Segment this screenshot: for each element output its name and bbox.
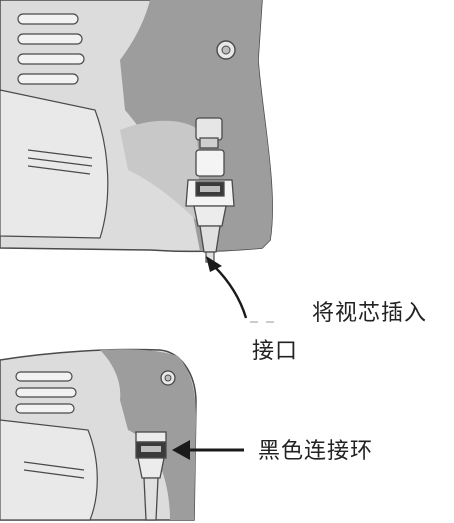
top-port [195,117,223,149]
ring-label: 黑色连接环 [258,439,374,464]
insert-label-line2: 接口 [252,339,299,364]
top-device-illustration [0,0,273,263]
top-device-slots [27,149,93,175]
bottom-device-illustration [0,348,197,521]
insert-label-line1: 将视芯插入 [312,301,428,326]
top-screw [216,40,236,60]
top-device-highlight [120,120,199,220]
top-device-grille [17,13,85,85]
bottom-screw [160,370,176,386]
top-device-left-panel [0,89,109,239]
bottom-device-left-panel [0,419,98,521]
top-connector-plug [185,149,235,253]
ring-arrow [172,440,244,460]
bottom-connector [135,431,167,521]
insert-arrow [206,256,248,319]
bottom-device-slots [23,461,85,479]
bottom-device-grille [15,371,77,414]
